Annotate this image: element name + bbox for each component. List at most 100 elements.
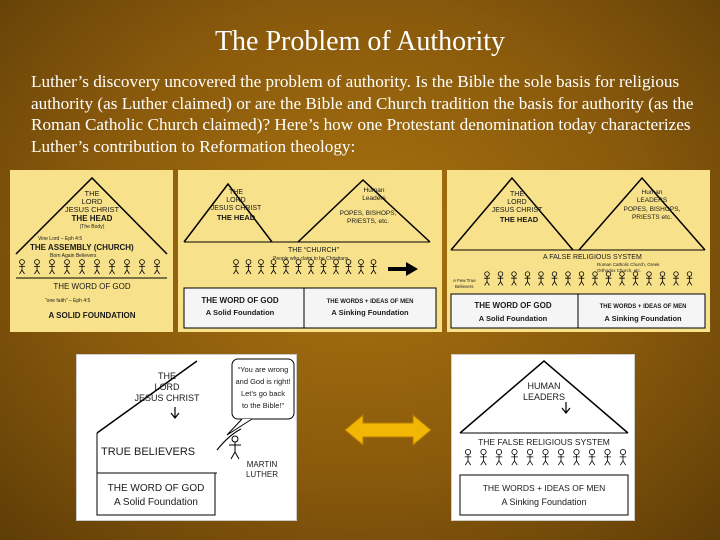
person-figure-icon [511, 271, 517, 277]
person-figure-body [233, 264, 239, 275]
person-figure-body [34, 264, 40, 275]
person-figure-body [495, 454, 503, 466]
person-figure-icon [19, 259, 25, 265]
person-figure-icon [124, 259, 130, 265]
p3-right-line3: POPES, BISHOPS, [624, 206, 681, 213]
person-figure-icon [588, 448, 596, 456]
person-figure-body [619, 454, 627, 466]
person-figure-body [511, 454, 518, 466]
person-figure-body [542, 454, 549, 466]
person-figure-body [551, 276, 558, 286]
p2-right-line3: POPES, BISHOPS, [340, 210, 397, 217]
person-figure-icon [619, 448, 627, 456]
person-figure-icon [464, 448, 472, 456]
person-figure-icon [245, 259, 252, 265]
p3-right-line1: Human [642, 189, 663, 196]
p1-assembly: THE ASSEMBLY (CHURCH) [30, 243, 134, 252]
luther-figure-icon [231, 435, 239, 443]
p5-false-system: THE FALSE RELIGIOUS SYSTEM [478, 437, 610, 447]
person-figure-icon [139, 259, 145, 265]
person-figure-icon [565, 271, 571, 277]
p1-assembly-sub: Born Again Believers [50, 253, 97, 259]
person-figure-body [139, 264, 145, 275]
p3-false-sub1: Roman Catholic Church, Greek [597, 262, 660, 267]
person-figure-body [578, 276, 585, 286]
p5-leaders1: HUMAN [528, 381, 561, 391]
p2-church: THE “CHURCH” [288, 247, 340, 254]
person-figure-icon [370, 259, 377, 265]
p3-word-sub: A Solid Foundation [479, 314, 548, 323]
person-figure-icon [495, 448, 503, 456]
p3-few-true1: A Few True [453, 278, 476, 283]
p3-left-line1: THE [510, 191, 524, 198]
diagram-false-system-sinking: HUMAN LEADERS THE FALSE RELIGIOUS SYSTEM… [451, 354, 635, 521]
person-figure-body [632, 276, 639, 286]
person-figure-body [573, 454, 580, 466]
person-figure-body [270, 264, 277, 275]
person-figure-body [358, 264, 364, 275]
person-figure-body [686, 276, 693, 286]
person-figure-body [79, 264, 85, 275]
p1-head-line3: JESUS CHRIST [65, 205, 120, 214]
person-figure-icon [686, 271, 693, 277]
person-figure-body [124, 264, 130, 275]
person-figure-body [524, 276, 531, 286]
person-figure-icon [34, 259, 40, 265]
diagram-false-religious-system: THE LORD JESUS CHRIST THE HEAD Human LEA… [447, 170, 710, 332]
p1-vine-ref: Vine Lord – Eph 4:5 [38, 236, 82, 242]
p4-word: THE WORD OF GOD [108, 483, 205, 494]
person-figure-body [258, 264, 264, 275]
person-figure-icon [557, 448, 565, 456]
p1-word: THE WORD OF GOD [53, 282, 131, 291]
person-figure-body [604, 454, 611, 466]
slide-body-text: Luther’s discovery uncovered the problem… [31, 72, 694, 156]
p2-men: THE WORDS + IDEAS OF MEN [327, 299, 414, 305]
p4-bubble-line4: to the Bible!” [242, 401, 285, 410]
p4-bubble-line2: and God is right! [235, 377, 290, 386]
person-figure-body [464, 454, 472, 466]
church-figures [233, 259, 377, 275]
p3-word: THE WORD OF GOD [474, 301, 552, 310]
p3-few-true2: Believers [455, 284, 474, 289]
person-figure-body [295, 264, 302, 275]
person-figure-body [49, 264, 55, 275]
person-figure-body [480, 454, 487, 466]
person-figure-icon [270, 259, 277, 265]
arrow-right-icon [388, 262, 418, 276]
person-figure-body [526, 454, 534, 466]
person-figure-icon [233, 259, 239, 265]
person-figure-body [64, 264, 70, 275]
p2-church-sub: People who claim to be Christians [273, 256, 349, 262]
p1-head-line2: LORD [82, 197, 103, 206]
person-figure-body [345, 264, 352, 275]
slide-title: The Problem of Authority [214, 26, 506, 57]
person-figure-body [308, 264, 314, 275]
p5-men: THE WORDS + IDEAS OF MEN [483, 483, 606, 493]
person-figure-body [245, 264, 252, 275]
p4-luther2: LUTHER [246, 470, 278, 479]
p2-right-line4: PRIESTS, etc. [347, 218, 389, 225]
p2-left-line4: THE HEAD [217, 213, 256, 222]
person-figure-icon [320, 259, 327, 265]
person-figure-body [565, 276, 571, 286]
person-figure-body [592, 276, 598, 286]
person-figure-body [659, 276, 666, 286]
person-figure-icon [258, 259, 264, 265]
p1-foundation: A SOLID FOUNDATION [48, 311, 135, 320]
p4-bubble-line1: “You are wrong [238, 365, 289, 374]
person-figure-icon [497, 271, 504, 277]
p4-head-line2: LORD [154, 382, 180, 392]
p3-right-line4: PRIESTS etc. [632, 214, 672, 221]
person-figure-body [673, 276, 679, 286]
arrow-down-icon [561, 402, 571, 414]
p1-head-line1: THE [85, 189, 100, 198]
p4-head-line1: THE [158, 371, 176, 381]
person-figure-icon [646, 271, 652, 277]
person-figure-body [497, 276, 504, 286]
arrow-down-icon [170, 407, 180, 419]
p2-word-sub: A Solid Foundation [206, 308, 275, 317]
person-figure-icon [542, 448, 549, 456]
person-figure-icon [358, 259, 364, 265]
p3-right-line2: LEADERS [637, 197, 668, 204]
p3-men-sub: A Sinking Foundation [604, 314, 682, 323]
